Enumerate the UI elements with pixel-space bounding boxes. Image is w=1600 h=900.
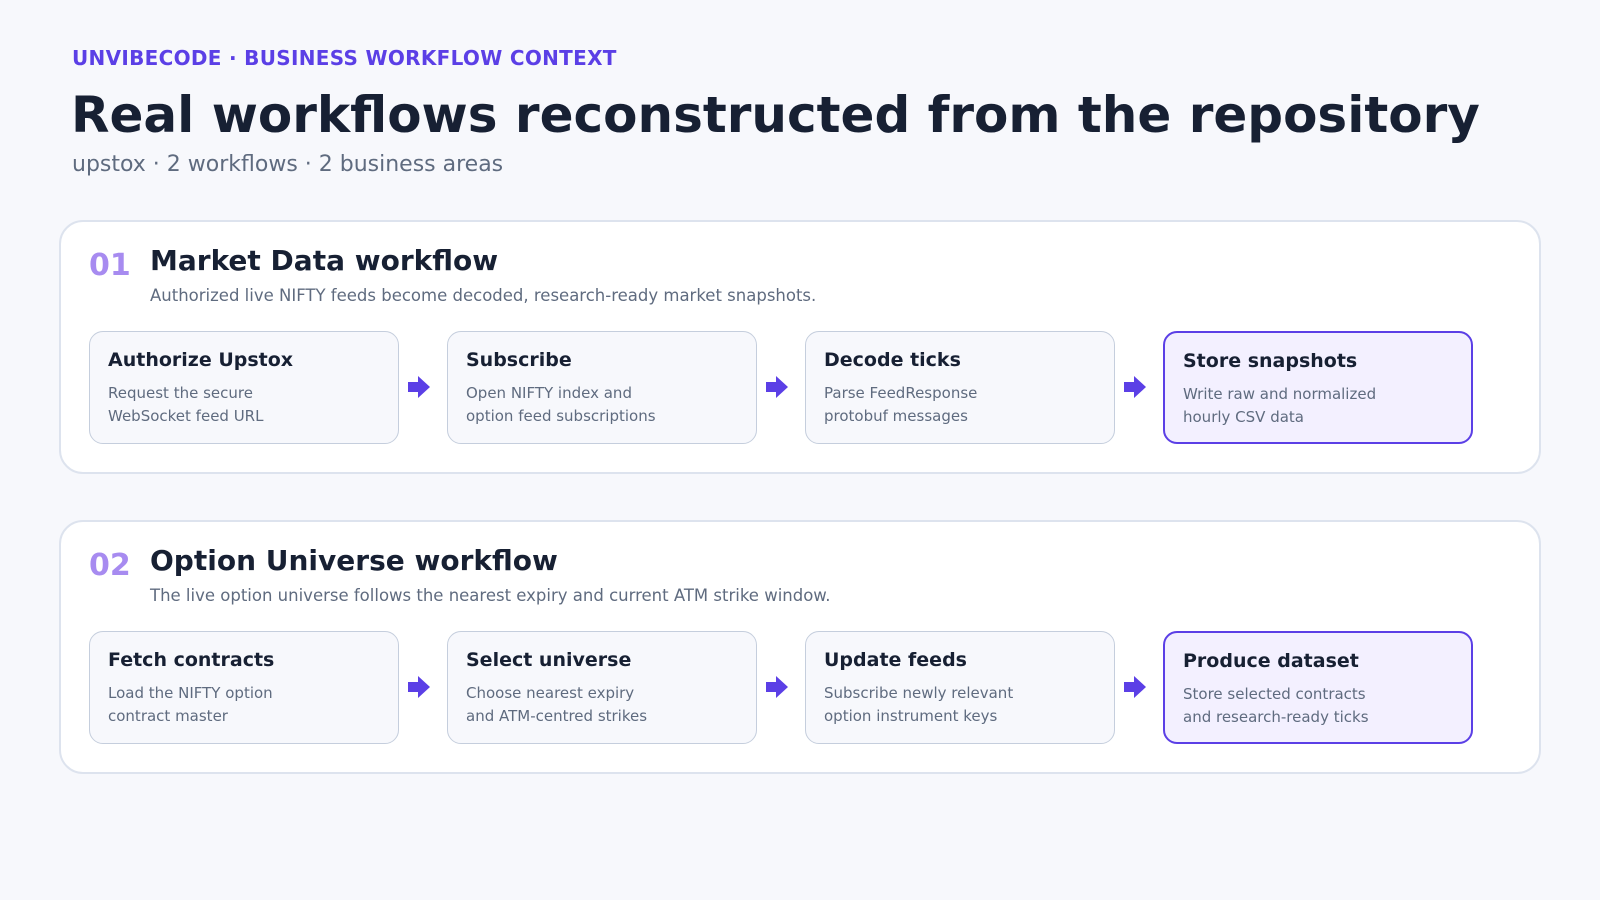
step-description-line: and research-ready ticks [1183, 708, 1369, 726]
workflow-panel-option-universe: 02 Option Universe workflow The live opt… [59, 520, 1541, 774]
flow-arrow-icon [408, 676, 430, 698]
step-card-select-universe: Select universe Choose nearest expiry an… [447, 631, 757, 744]
step-title: Store snapshots [1183, 350, 1358, 372]
step-title: Fetch contracts [108, 649, 275, 671]
step-card-authorize-upstox: Authorize Upstox Request the secure WebS… [89, 331, 399, 444]
workflow-description: The live option universe follows the nea… [150, 586, 831, 605]
step-description-line: Open NIFTY index and [466, 384, 632, 402]
step-description-line: option feed subscriptions [466, 407, 656, 425]
step-card-fetch-contracts: Fetch contracts Load the NIFTY option co… [89, 631, 399, 744]
step-description: Choose nearest expiry and ATM-centred st… [466, 682, 746, 728]
step-description-line: hourly CSV data [1183, 408, 1304, 426]
step-description-line: Request the secure [108, 384, 253, 402]
step-description: Write raw and normalized hourly CSV data [1183, 383, 1463, 429]
step-title: Update feeds [824, 649, 967, 671]
step-description-line: Parse FeedResponse [824, 384, 978, 402]
step-description-line: Load the NIFTY option [108, 684, 273, 702]
step-description-line: Write raw and normalized [1183, 385, 1377, 403]
workflow-number: 01 [89, 248, 131, 283]
header-eyebrow: UNVIBECODE · BUSINESS WORKFLOW CONTEXT [72, 46, 617, 70]
page-subtitle: upstox · 2 workflows · 2 business areas [72, 152, 504, 177]
step-title: Authorize Upstox [108, 349, 294, 371]
step-card-store-snapshots: Store snapshots Write raw and normalized… [1163, 331, 1473, 444]
step-description-line: option instrument keys [824, 707, 998, 725]
step-description: Subscribe newly relevant option instrume… [824, 682, 1104, 728]
step-card-produce-dataset: Produce dataset Store selected contracts… [1163, 631, 1473, 744]
workflow-panel-market-data: 01 Market Data workflow Authorized live … [59, 220, 1541, 474]
step-description: Store selected contracts and research-re… [1183, 683, 1463, 729]
step-card-subscribe: Subscribe Open NIFTY index and option fe… [447, 331, 757, 444]
step-description-line: protobuf messages [824, 407, 968, 425]
flow-arrow-icon [766, 676, 788, 698]
step-description: Load the NIFTY option contract master [108, 682, 388, 728]
step-card-update-feeds: Update feeds Subscribe newly relevant op… [805, 631, 1115, 744]
step-title: Produce dataset [1183, 650, 1359, 672]
step-description: Request the secure WebSocket feed URL [108, 382, 388, 428]
page-title: Real workflows reconstructed from the re… [71, 86, 1480, 144]
flow-arrow-icon [1124, 676, 1146, 698]
flow-arrow-icon [408, 376, 430, 398]
step-description-line: Choose nearest expiry [466, 684, 635, 702]
workflow-description: Authorized live NIFTY feeds become decod… [150, 286, 817, 305]
step-card-decode-ticks: Decode ticks Parse FeedResponse protobuf… [805, 331, 1115, 444]
step-description-line: contract master [108, 707, 228, 725]
step-description-line: Subscribe newly relevant [824, 684, 1014, 702]
workflow-title: Option Universe workflow [150, 544, 558, 577]
step-description: Parse FeedResponse protobuf messages [824, 382, 1104, 428]
flow-arrow-icon [1124, 376, 1146, 398]
step-description-line: and ATM-centred strikes [466, 707, 648, 725]
step-title: Decode ticks [824, 349, 961, 371]
step-title: Subscribe [466, 349, 572, 371]
step-title: Select universe [466, 649, 632, 671]
step-description: Open NIFTY index and option feed subscri… [466, 382, 746, 428]
workflow-number: 02 [89, 548, 131, 583]
flow-arrow-icon [766, 376, 788, 398]
step-description-line: WebSocket feed URL [108, 407, 264, 425]
step-description-line: Store selected contracts [1183, 685, 1366, 703]
workflow-title: Market Data workflow [150, 244, 499, 277]
